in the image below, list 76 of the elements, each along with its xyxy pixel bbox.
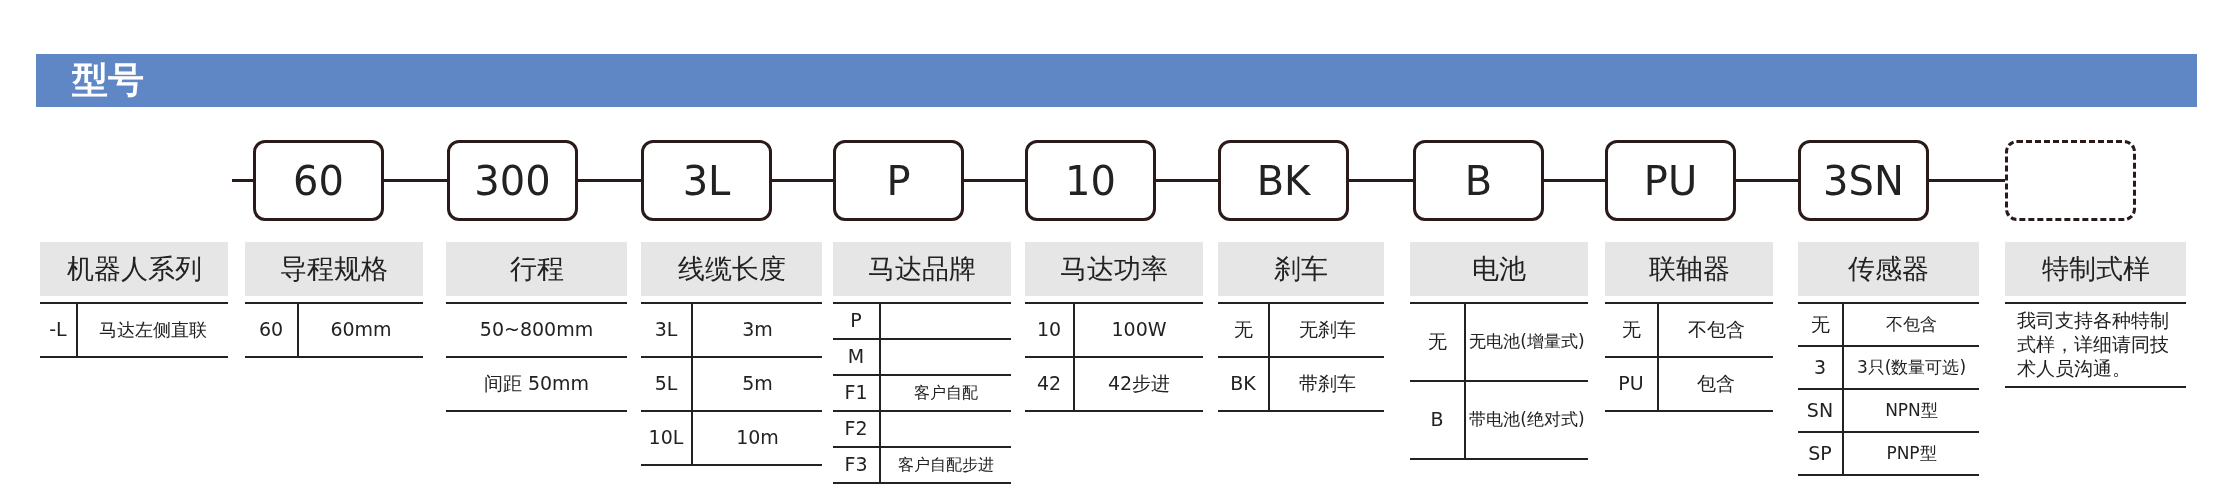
option-description: 不包含 (1886, 313, 1937, 336)
code-box: 3L (641, 140, 772, 221)
option-code: M (847, 345, 865, 369)
code-box: PU (1605, 140, 1736, 221)
connector-line (232, 179, 253, 182)
code-box: B (1413, 140, 1544, 221)
option-description: 客户自配 (914, 383, 978, 403)
connector-line (964, 179, 1025, 182)
option-code: 5L (654, 372, 678, 396)
option-code: B (1430, 408, 1444, 432)
code-box: 60 (253, 140, 384, 221)
option-description: 带电池(绝对式) (1469, 409, 1585, 431)
title-text: 型号 (72, 58, 144, 102)
option-code: 无 (1810, 312, 1830, 337)
option-code: 无 (1427, 330, 1447, 354)
connector-line (1349, 179, 1413, 182)
option-description: 带刹车 (1298, 372, 1356, 396)
option-description: 客户自配步进 (898, 455, 994, 475)
option-code: 3 (1813, 355, 1827, 380)
column-heading: 马达品牌 (868, 252, 976, 286)
code-box: 10 (1025, 140, 1156, 221)
option-code: 60 (258, 318, 284, 342)
connector-line (384, 179, 447, 182)
option-code: 3L (654, 318, 678, 342)
column-heading: 行程 (509, 252, 564, 286)
option-description: 10m (736, 426, 779, 450)
option-description: 马达左侧直联 (99, 318, 207, 342)
connector-line (1736, 179, 1798, 182)
option-description: 间距 50mm (483, 372, 590, 396)
column-heading: 电池 (1472, 252, 1526, 286)
option-description: PNP型 (1886, 442, 1937, 465)
option-description: 42步进 (1107, 372, 1171, 396)
option-code: 10L (648, 426, 684, 450)
option-description: NPN型 (1885, 399, 1938, 422)
connector-line (772, 179, 833, 182)
option-code: 10 (1036, 318, 1062, 342)
option-description: 3m (742, 318, 773, 342)
column-heading: 机器人系列 (66, 252, 202, 286)
connector-line (1544, 179, 1605, 182)
option-code: BK (1230, 372, 1256, 396)
option-description: 60mm (330, 318, 392, 342)
column-heading: 特制式样 (2041, 252, 2150, 286)
option-description: 包含 (1697, 372, 1735, 396)
option-description: 无电池(增量式) (1469, 331, 1585, 353)
column-heading: 刹车 (1274, 252, 1328, 286)
option-code: 42 (1036, 372, 1062, 396)
option-code: F1 (844, 381, 868, 405)
note-text: 我司支持各种特制式样，详细请同技术人员沟通。 (2017, 309, 2170, 381)
column-heading: 联轴器 (1648, 252, 1730, 286)
option-code: -L (49, 318, 67, 342)
code-box: P (833, 140, 964, 221)
connector-line (1929, 179, 2005, 182)
option-code: PU (1618, 372, 1644, 396)
option-code: P (850, 309, 862, 333)
option-description: 5m (742, 372, 773, 396)
connector-line (1156, 179, 1218, 182)
code-box: 300 (447, 140, 578, 221)
option-description: 不包含 (1687, 318, 1745, 342)
option-description: 50~800mm (479, 318, 594, 342)
option-code: 无 (1233, 318, 1253, 342)
option-description: 无刹车 (1298, 318, 1356, 342)
column-heading: 线缆长度 (677, 252, 786, 286)
placeholder-box (2005, 140, 2136, 221)
option-code: F2 (844, 417, 868, 441)
column-heading: 导程规格 (280, 252, 388, 286)
option-code: SN (1806, 398, 1834, 423)
column-heading: 传感器 (1848, 252, 1929, 286)
connector-line (578, 179, 641, 182)
column-heading: 马达功率 (1060, 252, 1168, 286)
option-code: 无 (1621, 318, 1641, 342)
code-box: BK (1218, 140, 1349, 221)
option-code: F3 (844, 453, 868, 477)
option-description: 100W (1111, 318, 1167, 342)
option-description: 3只(数量可选) (1856, 356, 1967, 379)
option-code: SP (1808, 441, 1832, 466)
code-box: 3SN (1798, 140, 1929, 221)
